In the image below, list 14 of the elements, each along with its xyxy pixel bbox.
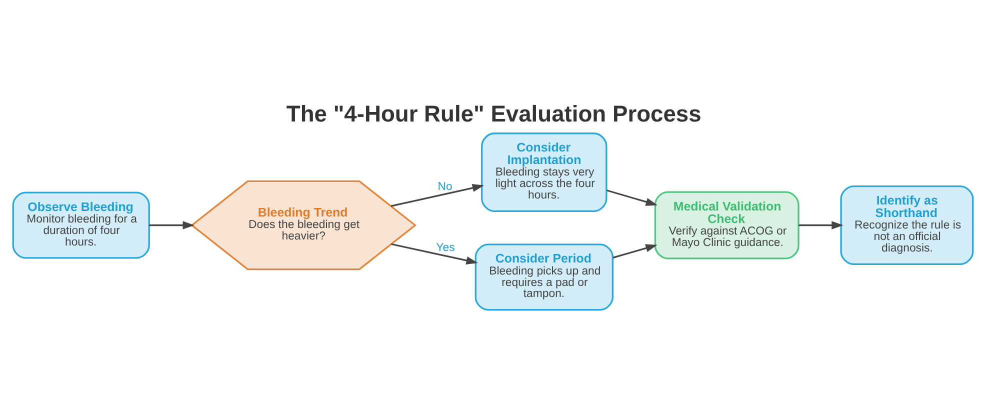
arrow <box>612 244 658 258</box>
arrow <box>391 242 478 264</box>
edge-label: Yes <box>436 241 455 254</box>
arrow <box>390 183 484 206</box>
node-box: Consider Period Bleeding picks up and requires a pad or tampon. <box>474 243 614 310</box>
node-box: Consider Implantation Bleeding stays very light across the four hours. <box>481 132 608 212</box>
arrow <box>798 220 844 229</box>
diagram-title: The "4-Hour Rule" Evaluation Process <box>286 100 702 126</box>
node-box: Identify as Shorthand Recognize the rule is not an official diagnosis. <box>840 184 974 264</box>
arrow <box>149 220 194 229</box>
node-box: Medical Validation Check Verify against ACOG or Mayo Clinic guidance. <box>654 190 800 259</box>
arrow <box>606 189 658 206</box>
edge-label: No <box>438 180 452 192</box>
node-box: Observe Bleeding Monitor bleeding for a duration of four hours. <box>12 191 150 258</box>
